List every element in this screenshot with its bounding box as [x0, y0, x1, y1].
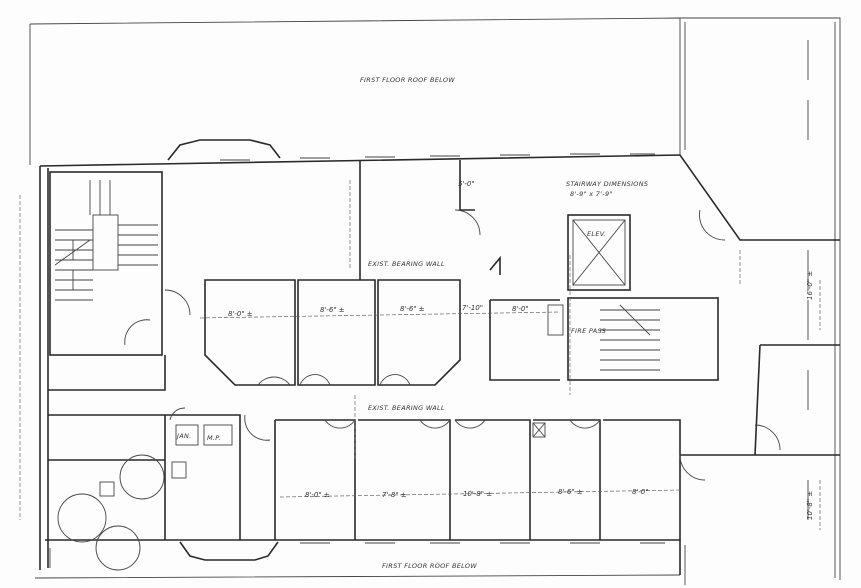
dimension-lines	[19, 180, 821, 530]
doors-upper	[124, 209, 726, 386]
dim-right-lower: 10'-8" ±	[806, 491, 814, 520]
dim-room-l1: 8'-0" ±	[305, 491, 330, 499]
label-fire-pass: FIRE PASS	[571, 327, 606, 335]
roof-outline	[29, 17, 841, 585]
doors-lower	[169, 407, 781, 481]
rooms-lower	[48, 414, 681, 540]
bathroom-fixtures	[57, 424, 233, 571]
label-stair-dims-value: 8'-9" x 7'-9"	[570, 190, 613, 198]
dim-room-u4: 8'-0"	[512, 305, 529, 313]
dim-room-u2: 8'-6" ±	[320, 306, 345, 314]
windows	[49, 40, 809, 568]
exterior-walls	[39, 154, 840, 575]
label-elevator: ELEV.	[587, 230, 606, 238]
bay-window-top	[167, 139, 281, 161]
label-stair-dims-title: STAIRWAY DIMENSIONS	[566, 180, 648, 188]
dim-room-u3: 8'-6" ±	[400, 305, 425, 313]
label-bearing-wall-lower: EXIST. BEARING WALL	[368, 404, 445, 412]
dim-right-upper: 16'-0" ±	[806, 271, 814, 300]
dim-door-top: 5'-0"	[458, 180, 475, 188]
label-roof-top: FIRST FLOOR ROOF BELOW	[360, 76, 455, 84]
bay-window-bottom	[179, 541, 279, 561]
label-roof-bottom: FIRST FLOOR ROOF BELOW	[382, 562, 477, 570]
dim-room-l4: 8'-6" ±	[558, 488, 583, 496]
label-mech: M.P.	[207, 434, 221, 442]
label-janitor: JAN.	[175, 432, 192, 440]
label-bearing-wall-upper: EXIST. BEARING WALL	[368, 260, 445, 268]
dim-room-l3: 10'-8" ±	[463, 490, 492, 498]
rooms-upper	[48, 160, 560, 391]
dim-room-l2: 7'-8" ±	[382, 491, 407, 499]
elevator-shaft	[567, 214, 631, 291]
stair-left	[49, 171, 163, 356]
dim-room-u1: 8'-0" ±	[228, 310, 253, 318]
stair-right	[547, 297, 719, 381]
dim-room-l5: 8'-0"	[632, 488, 649, 496]
dim-corridor: 7'-10"	[462, 304, 483, 312]
